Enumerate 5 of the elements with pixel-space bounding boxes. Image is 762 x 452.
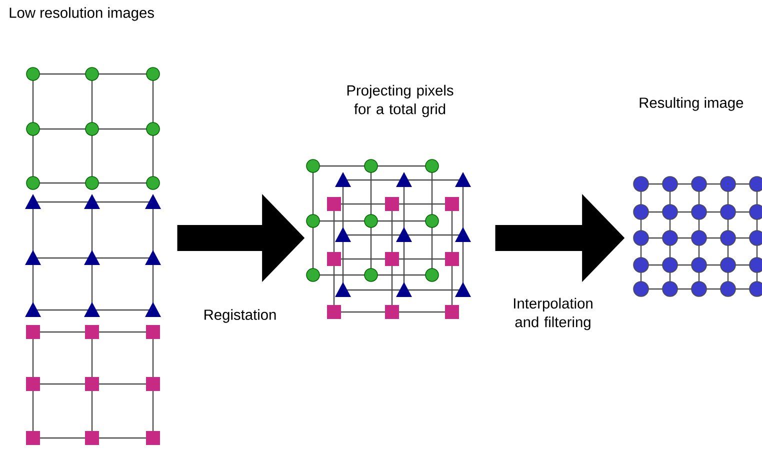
- edge-label: Registation: [204, 309, 276, 323]
- heading: Low resolution images: [10, 7, 154, 21]
- heading: Resulting image: [640, 97, 744, 111]
- edge-label: Interpolation and filtering: [514, 298, 592, 330]
- heading: Projecting pixels for a total grid: [347, 84, 454, 118]
